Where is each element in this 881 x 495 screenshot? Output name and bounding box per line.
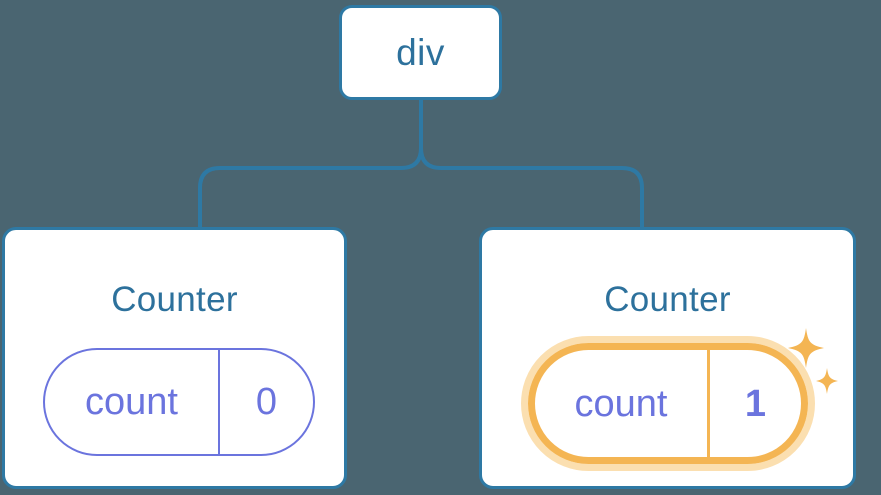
edge-div-to-counter-right bbox=[419, 98, 644, 229]
counter-right-state-key: count bbox=[535, 350, 710, 457]
counter-left-card[interactable]: Counter count 0 bbox=[2, 227, 347, 489]
counter-left-state-value: 0 bbox=[255, 381, 278, 423]
counter-right-card[interactable]: Counter count 1 bbox=[479, 227, 856, 489]
root-node-div[interactable]: div bbox=[339, 5, 502, 100]
state-pill-ring: count 1 bbox=[528, 343, 808, 464]
sparkle-small-icon bbox=[816, 368, 838, 394]
state-pill-halo bbox=[521, 336, 815, 471]
root-node-label: div bbox=[396, 32, 445, 73]
counter-right-state-pill[interactable]: count 1 bbox=[521, 336, 815, 471]
counter-left-state-key: count bbox=[45, 350, 220, 454]
counter-left-title: Counter bbox=[111, 280, 238, 319]
counter-right-state-value: 1 bbox=[744, 382, 767, 425]
counter-left-state-pill[interactable]: count 0 bbox=[43, 348, 315, 456]
counter-right-title: Counter bbox=[604, 280, 731, 319]
edge-div-to-counter-left bbox=[198, 98, 423, 229]
